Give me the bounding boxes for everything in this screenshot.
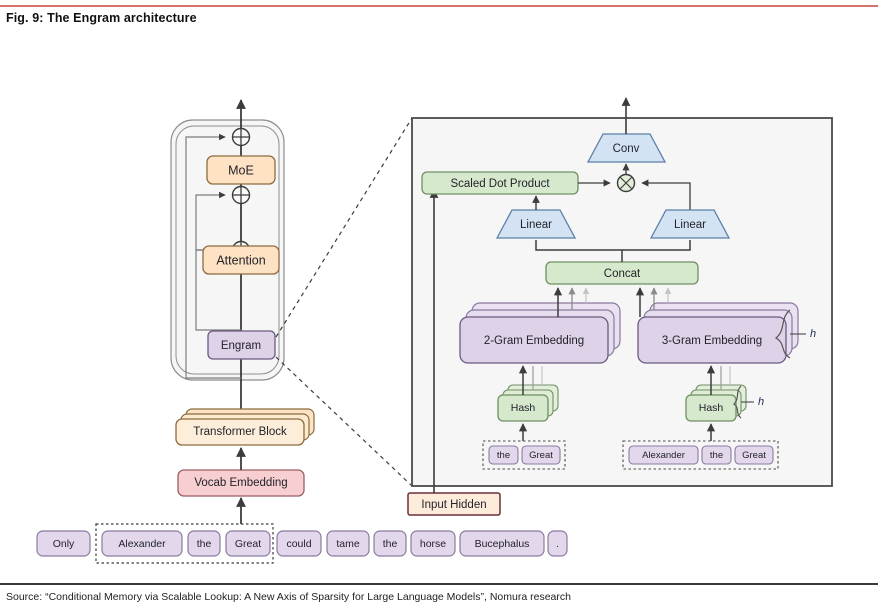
sentence-token-horse[interactable]: horse bbox=[410, 530, 456, 557]
sentence-token-label: Only bbox=[53, 538, 75, 550]
token-chip[interactable]: the bbox=[488, 445, 519, 465]
token-group-2gram: the Great bbox=[482, 440, 566, 470]
hash-3gram-stack[interactable]: Hash bbox=[685, 384, 747, 422]
token-chip-label: the bbox=[497, 450, 510, 461]
token-chip-label: the bbox=[710, 450, 723, 461]
engram-architecture-diagram: MoE Attention Engram Transformer Block V… bbox=[36, 97, 833, 564]
token-chip[interactable]: Alexander bbox=[628, 445, 699, 465]
embedding-2gram-label: 2-Gram Embedding bbox=[484, 335, 584, 347]
node-linear-right[interactable]: Linear bbox=[649, 209, 731, 239]
embedding-3gram-label: 3-Gram Embedding bbox=[662, 335, 762, 347]
input-hidden-label: Input Hidden bbox=[421, 499, 486, 511]
node-scaled-dot-product[interactable]: Scaled Dot Product bbox=[421, 171, 579, 195]
embedding-2gram-to-concat-arrows bbox=[553, 287, 590, 317]
token-chip[interactable]: the bbox=[701, 445, 732, 465]
sentence-token-label: Bucephalus bbox=[475, 538, 530, 550]
head-count-brace-embedding: h bbox=[774, 309, 816, 359]
block-engram-label: Engram bbox=[221, 340, 261, 352]
sentence-token-label: . bbox=[556, 538, 559, 550]
sentence-token-great[interactable]: Great bbox=[225, 530, 271, 557]
branch-2gram: 2-Gram Embedding Hash the bbox=[459, 287, 621, 470]
sentence-token-label: the bbox=[197, 538, 212, 550]
hash-2gram-label: Hash bbox=[511, 402, 536, 414]
node-linear-right-label: Linear bbox=[674, 219, 706, 231]
node-concat-label: Concat bbox=[604, 268, 641, 280]
token-chip[interactable]: Great bbox=[734, 445, 774, 465]
hash-2gram-stack[interactable]: Hash bbox=[497, 384, 559, 422]
block-engram[interactable]: Engram bbox=[207, 330, 276, 360]
node-conv-label: Conv bbox=[613, 143, 640, 155]
sentence-token-only[interactable]: Only bbox=[36, 530, 91, 557]
sentence-token-tame[interactable]: tame bbox=[326, 530, 370, 557]
sentence-token-label: Alexander bbox=[118, 538, 166, 550]
node-linear-left-label: Linear bbox=[520, 219, 552, 231]
head-count-brace-hash: h bbox=[733, 385, 764, 419]
block-moe[interactable]: MoE bbox=[206, 155, 276, 185]
zoom-callout-lines bbox=[275, 117, 413, 487]
hash-2gram-to-embedding-arrows bbox=[518, 365, 543, 395]
sentence-token-bucephalus[interactable]: Bucephalus bbox=[459, 530, 545, 557]
embedding-3gram-to-concat-arrows bbox=[635, 287, 672, 317]
token-chip[interactable]: Great bbox=[521, 445, 561, 465]
token-group-3gram: Alexander the Great bbox=[622, 440, 779, 470]
block-moe-label: MoE bbox=[228, 163, 254, 177]
node-multiply-operator bbox=[616, 173, 636, 193]
sentence-token-label: the bbox=[383, 538, 398, 550]
sentence-token-period[interactable]: . bbox=[547, 530, 568, 557]
embedding-3gram-stack[interactable]: 3-Gram Embedding bbox=[637, 302, 799, 364]
node-scaled-dot-product-label: Scaled Dot Product bbox=[450, 178, 550, 190]
block-attention[interactable]: Attention bbox=[202, 245, 280, 275]
token-chip-label: Great bbox=[529, 450, 553, 461]
hash-3gram-label: Hash bbox=[699, 402, 724, 414]
node-linear-left[interactable]: Linear bbox=[495, 209, 577, 239]
sentence-token-label: could bbox=[286, 538, 311, 550]
block-vocab-embedding-label: Vocab Embedding bbox=[194, 477, 287, 489]
sentence-token-could[interactable]: could bbox=[276, 530, 322, 557]
branch-3gram: 3-Gram Embedding h Hash h bbox=[622, 287, 816, 470]
block-attention-label: Attention bbox=[216, 253, 265, 267]
sentence-token-label: Great bbox=[235, 538, 261, 550]
embedding-2gram-stack[interactable]: 2-Gram Embedding bbox=[459, 302, 621, 364]
sentence-token-label: tame bbox=[336, 538, 360, 550]
multiply-input-edges bbox=[578, 163, 691, 212]
token-chip-label: Alexander bbox=[642, 450, 685, 461]
residual-add-operator bbox=[231, 185, 251, 205]
block-transformer-block-label: Transformer Block bbox=[193, 426, 287, 438]
top-rule bbox=[0, 5, 878, 7]
source-note: Source: “Conditional Memory via Scalable… bbox=[6, 591, 571, 603]
token-chip-label: Great bbox=[742, 450, 766, 461]
sentence-token-the-2[interactable]: the bbox=[373, 530, 407, 557]
hash-3gram-to-embedding-arrows bbox=[706, 365, 731, 395]
page-title: Fig. 9: The Engram architecture bbox=[6, 11, 197, 25]
input-sentence-tokens: Only Alexander the Great could tame the bbox=[36, 523, 568, 564]
bottom-rule bbox=[0, 583, 878, 585]
node-concat[interactable]: Concat bbox=[545, 261, 699, 285]
concat-to-linear-edges bbox=[535, 240, 691, 262]
sentence-token-the-1[interactable]: the bbox=[187, 530, 221, 557]
node-conv[interactable]: Conv bbox=[586, 133, 667, 163]
input-hidden-node[interactable]: Input Hidden bbox=[407, 492, 501, 516]
head-count-label: h bbox=[810, 328, 816, 340]
head-count-label: h bbox=[758, 396, 764, 408]
block-vocab-embedding[interactable]: Vocab Embedding bbox=[177, 469, 305, 497]
residual-add-operator bbox=[231, 127, 251, 147]
block-transformer-block[interactable]: Transformer Block bbox=[175, 408, 315, 446]
sentence-token-label: horse bbox=[420, 538, 446, 550]
sentence-token-alexander[interactable]: Alexander bbox=[101, 530, 183, 557]
